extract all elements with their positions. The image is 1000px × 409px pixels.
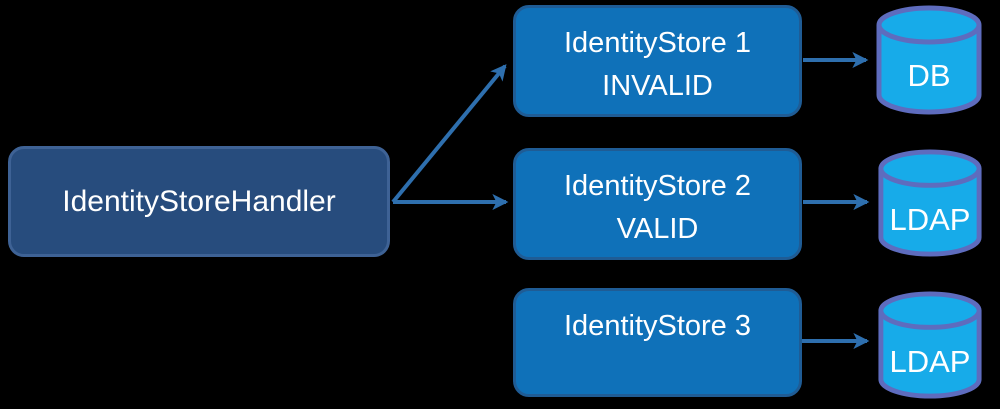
database-icon: [876, 5, 982, 115]
ldap-label: LDAP: [889, 344, 971, 379]
database-icon: [878, 291, 982, 399]
store2-status: VALID: [616, 213, 699, 245]
store1-title: IdentityStore 1: [564, 27, 751, 59]
node-identity-store-handler: IdentityStoreHandler: [8, 146, 390, 257]
arrow-handler-to-store1: [391, 64, 507, 204]
store2-title: IdentityStore 2: [564, 170, 751, 202]
node-identity-store-2: IdentityStore 2 VALID: [513, 148, 802, 260]
database-cylinder-db: DB: [874, 4, 984, 116]
node-identity-store-3: IdentityStore 3: [513, 288, 802, 397]
store3-title: IdentityStore 3: [564, 310, 751, 342]
database-cylinder-ldap-1: LDAP: [875, 148, 985, 260]
handler-label: IdentityStoreHandler: [62, 184, 336, 218]
store1-status: INVALID: [602, 70, 713, 102]
ldap-label: LDAP: [889, 202, 971, 237]
database-cylinder-ldap-2: LDAP: [875, 290, 985, 402]
node-identity-store-1: IdentityStore 1 INVALID: [513, 5, 802, 117]
db-label: DB: [907, 58, 951, 93]
database-icon: [878, 149, 982, 257]
